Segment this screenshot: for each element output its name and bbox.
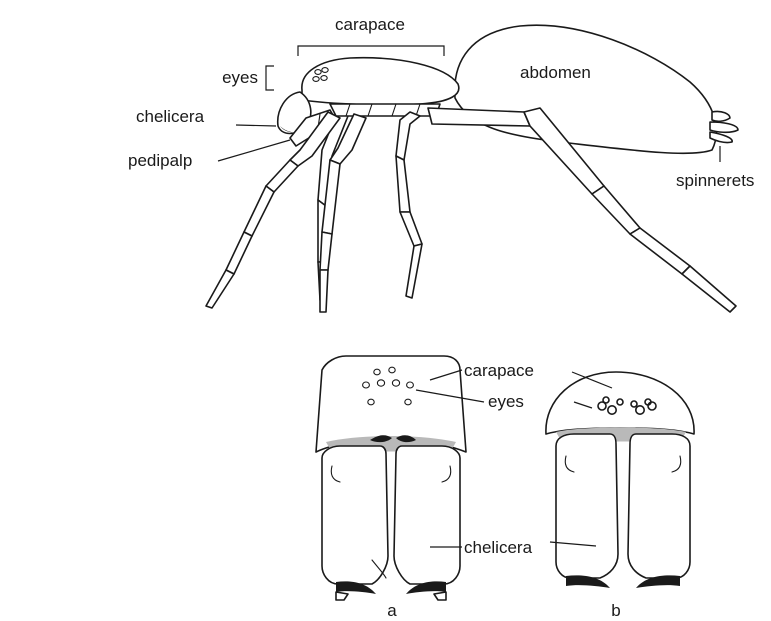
carapace-side-shape xyxy=(302,58,459,105)
chelicera-front-b-left xyxy=(556,434,618,578)
abdomen-shape xyxy=(455,25,717,153)
pedipalp-label: pedipalp xyxy=(128,151,192,170)
panel-b-label: b xyxy=(611,601,620,620)
spinnerets-label: spinnerets xyxy=(676,171,754,190)
front-view-b: b xyxy=(546,372,694,620)
spider-side-view: carapace eyes abdomen chelicera pedipalp… xyxy=(128,15,754,312)
eyes-label-front: eyes xyxy=(488,392,524,411)
leg-3 xyxy=(396,112,422,298)
spinnerets-shape xyxy=(710,111,738,142)
front-view-a: a xyxy=(316,356,484,620)
carapace-label-front: carapace xyxy=(464,361,534,380)
carapace-label-side: carapace xyxy=(335,15,405,34)
panel-a-label: a xyxy=(387,601,397,620)
eyes-label-side: eyes xyxy=(222,68,258,87)
chelicera-front-b-right xyxy=(628,434,690,578)
abdomen-label: abdomen xyxy=(520,63,591,82)
carapace-front-b xyxy=(546,372,694,434)
chelicera-label-front: chelicera xyxy=(464,538,533,557)
chelicera-label-side: chelicera xyxy=(136,107,205,126)
